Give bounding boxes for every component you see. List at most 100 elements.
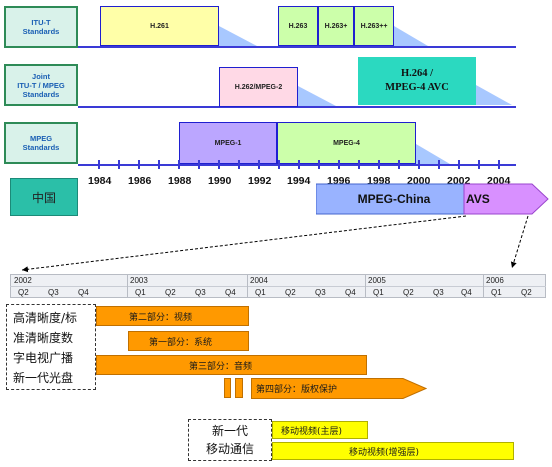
mpeg4-box: MPEG-4 bbox=[277, 122, 416, 164]
tick bbox=[98, 160, 100, 169]
mpeg1-box: MPEG-1 bbox=[179, 122, 277, 164]
tick bbox=[358, 160, 360, 169]
tick bbox=[178, 160, 180, 169]
bar-part4-label: 第四部分：版权保护 bbox=[256, 385, 338, 395]
quarter-label: Q1 bbox=[491, 288, 502, 297]
quarter-label: Q2 bbox=[18, 288, 29, 297]
bar-mobile-video-base: 移动视频(主层) bbox=[272, 421, 368, 439]
tick bbox=[258, 160, 260, 169]
bar-label: 第二部分：视频 bbox=[129, 312, 193, 323]
tick bbox=[238, 160, 240, 169]
joint-row-line bbox=[78, 106, 516, 108]
tick bbox=[298, 160, 300, 169]
year-sep bbox=[127, 274, 128, 298]
year-label: 1986 bbox=[128, 175, 152, 187]
quarter-label: Q2 bbox=[165, 288, 176, 297]
tick bbox=[318, 160, 320, 169]
tick bbox=[158, 160, 160, 169]
bar-label: 第三部分：音频 bbox=[189, 361, 253, 372]
year-sep bbox=[247, 274, 248, 298]
timeline-year: 2004 bbox=[250, 276, 268, 285]
quarter-label: Q3 bbox=[48, 288, 59, 297]
itu-t-row-line bbox=[78, 46, 516, 48]
year-axis-line bbox=[78, 164, 516, 166]
tick bbox=[138, 160, 140, 169]
tick bbox=[198, 160, 200, 169]
quarter-label: Q4 bbox=[78, 288, 89, 297]
bar-part2-video: 第二部分：视频 bbox=[96, 306, 249, 326]
timeline-year: 2002 bbox=[14, 276, 32, 285]
quarter-label: Q1 bbox=[135, 288, 146, 297]
bar-part4-segment bbox=[224, 378, 231, 398]
bar-label: 移动视频(主层) bbox=[281, 426, 343, 437]
bar-label: 移动视频(增强层) bbox=[349, 447, 420, 458]
timeline-year: 2003 bbox=[130, 276, 148, 285]
mpeg-standards-label: MPEG Standards bbox=[4, 122, 78, 164]
timeline-divider bbox=[10, 286, 546, 287]
quarter-label: Q4 bbox=[345, 288, 356, 297]
year-label: 1988 bbox=[168, 175, 192, 187]
h263-box: H.263 bbox=[278, 6, 318, 46]
quarter-label: Q4 bbox=[461, 288, 472, 297]
mobile-comm-line: 移动通信 bbox=[205, 442, 254, 456]
h264-ramp bbox=[476, 85, 512, 105]
tick bbox=[218, 160, 220, 169]
h261-ramp bbox=[219, 26, 257, 46]
tick bbox=[378, 160, 380, 169]
tick bbox=[398, 160, 400, 169]
quarter-label: Q4 bbox=[225, 288, 236, 297]
hd-broadcast-line: 准清晰度数 bbox=[13, 331, 74, 345]
china-arrow bbox=[316, 183, 549, 215]
quarter-label: Q1 bbox=[373, 288, 384, 297]
china-box: 中国 bbox=[10, 178, 78, 216]
hd-broadcast-line: 高清晰度/标 bbox=[13, 311, 78, 325]
tick bbox=[438, 160, 440, 169]
quarter-label: Q1 bbox=[255, 288, 266, 297]
h262-mpeg2-box: H.262/MPEG-2 bbox=[219, 67, 298, 107]
tick bbox=[338, 160, 340, 169]
mpeg4-ramp bbox=[416, 144, 450, 164]
mpeg-china-label: MPEG-China bbox=[357, 192, 431, 206]
mobile-comm-line: 新一代 bbox=[211, 424, 248, 438]
avs-label: AVS bbox=[466, 192, 490, 206]
tick bbox=[478, 160, 480, 169]
timeline-year: 2006 bbox=[486, 276, 504, 285]
quarter-label: Q2 bbox=[521, 288, 532, 297]
hd-broadcast-box bbox=[6, 304, 96, 390]
h262-ramp bbox=[298, 86, 336, 106]
year-sep bbox=[483, 274, 484, 298]
joint-standards-label: Joint ITU-T / MPEG Standards bbox=[4, 64, 78, 106]
year-sep bbox=[365, 274, 366, 298]
quarter-label: Q3 bbox=[195, 288, 206, 297]
bar-part4-segment bbox=[235, 378, 243, 398]
bar-label: 第一部分：系统 bbox=[149, 337, 213, 348]
year-label: 1990 bbox=[208, 175, 232, 187]
bar-part1-system: 第一部分：系统 bbox=[128, 331, 249, 351]
year-label: 1992 bbox=[248, 175, 272, 187]
quarter-label: Q3 bbox=[433, 288, 444, 297]
bar-mobile-video-enhanced: 移动视频(增强层) bbox=[272, 442, 514, 460]
tick bbox=[458, 160, 460, 169]
h263-ramp bbox=[394, 26, 428, 46]
bar-part3-audio: 第三部分：音频 bbox=[96, 355, 367, 375]
h264-avc-box: H.264 / MPEG-4 AVC bbox=[358, 57, 476, 105]
quarter-label: Q2 bbox=[285, 288, 296, 297]
h263plus-box: H.263+ bbox=[318, 6, 354, 46]
itu-t-standards-label: ITU-T Standards bbox=[4, 6, 78, 48]
tick bbox=[498, 160, 500, 169]
mobile-comm-box bbox=[188, 419, 272, 461]
quarter-label: Q3 bbox=[315, 288, 326, 297]
tick bbox=[118, 160, 120, 169]
tick bbox=[418, 160, 420, 169]
year-label: 1984 bbox=[88, 175, 112, 187]
h261-box: H.261 bbox=[100, 6, 219, 46]
hd-broadcast-line: 字电视广播 bbox=[13, 351, 74, 365]
timeline-year: 2005 bbox=[368, 276, 386, 285]
tick bbox=[278, 160, 280, 169]
hd-broadcast-line: 新一代光盘 bbox=[13, 371, 74, 385]
h263plusplus-box: H.263++ bbox=[354, 6, 394, 46]
quarter-label: Q2 bbox=[403, 288, 414, 297]
bar-part4-arrow bbox=[251, 378, 427, 399]
year-label: 1994 bbox=[287, 175, 311, 187]
